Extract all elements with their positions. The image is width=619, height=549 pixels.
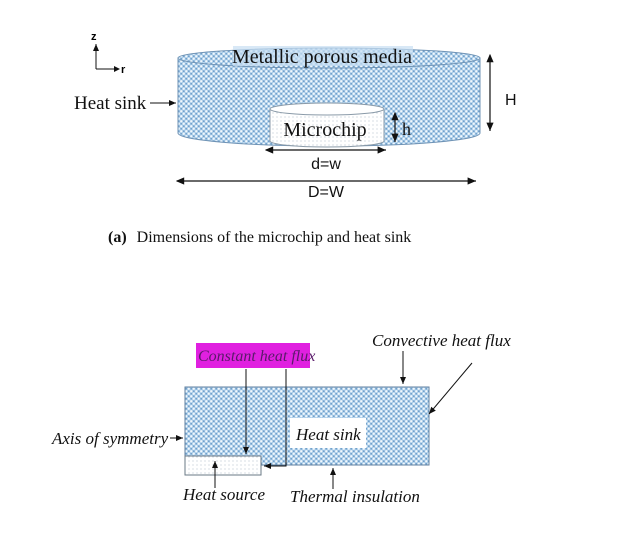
d-label: d=w bbox=[311, 156, 341, 173]
porous-media-label: Metallic porous media bbox=[232, 46, 412, 68]
coordinate-axes: z r bbox=[91, 31, 126, 76]
figure-caption: (a) Dimensions of the microchip and heat … bbox=[108, 229, 411, 247]
convective-arrow-side bbox=[428, 362, 473, 415]
microchip-cylinder: Microchip bbox=[269, 102, 385, 148]
heat-sink-label: Heat sink bbox=[74, 93, 147, 114]
H-label: H bbox=[505, 92, 517, 109]
constant-flux-arrow-side bbox=[264, 369, 287, 469]
heat-sink-cylinder: Metallic porous media bbox=[177, 46, 481, 147]
caption-text: Dimensions of the microchip and heat sin… bbox=[136, 229, 412, 246]
constant-heat-flux-label: Constant heat flux bbox=[198, 348, 315, 365]
heat-sink-label-box bbox=[290, 418, 366, 448]
r-axis-label: r bbox=[121, 64, 126, 76]
constant-heat-flux-highlight bbox=[196, 343, 310, 368]
heat-source-label: Heat source bbox=[182, 485, 265, 504]
microchip-top bbox=[269, 102, 385, 116]
convective-heat-flux-label: Convective heat flux bbox=[372, 331, 511, 350]
microchip-label: Microchip bbox=[283, 119, 366, 141]
heat-source-region bbox=[184, 455, 262, 476]
h-label: h bbox=[402, 119, 411, 139]
thermal-insulation-label: Thermal insulation bbox=[290, 487, 420, 506]
z-axis-label: z bbox=[91, 31, 97, 43]
D-label: D=W bbox=[308, 184, 345, 201]
caption-tag: (a) bbox=[108, 229, 127, 246]
axis-of-symmetry-label: Axis of symmetry bbox=[51, 429, 169, 448]
heat-sink-domain-label: Heat sink bbox=[295, 425, 361, 444]
